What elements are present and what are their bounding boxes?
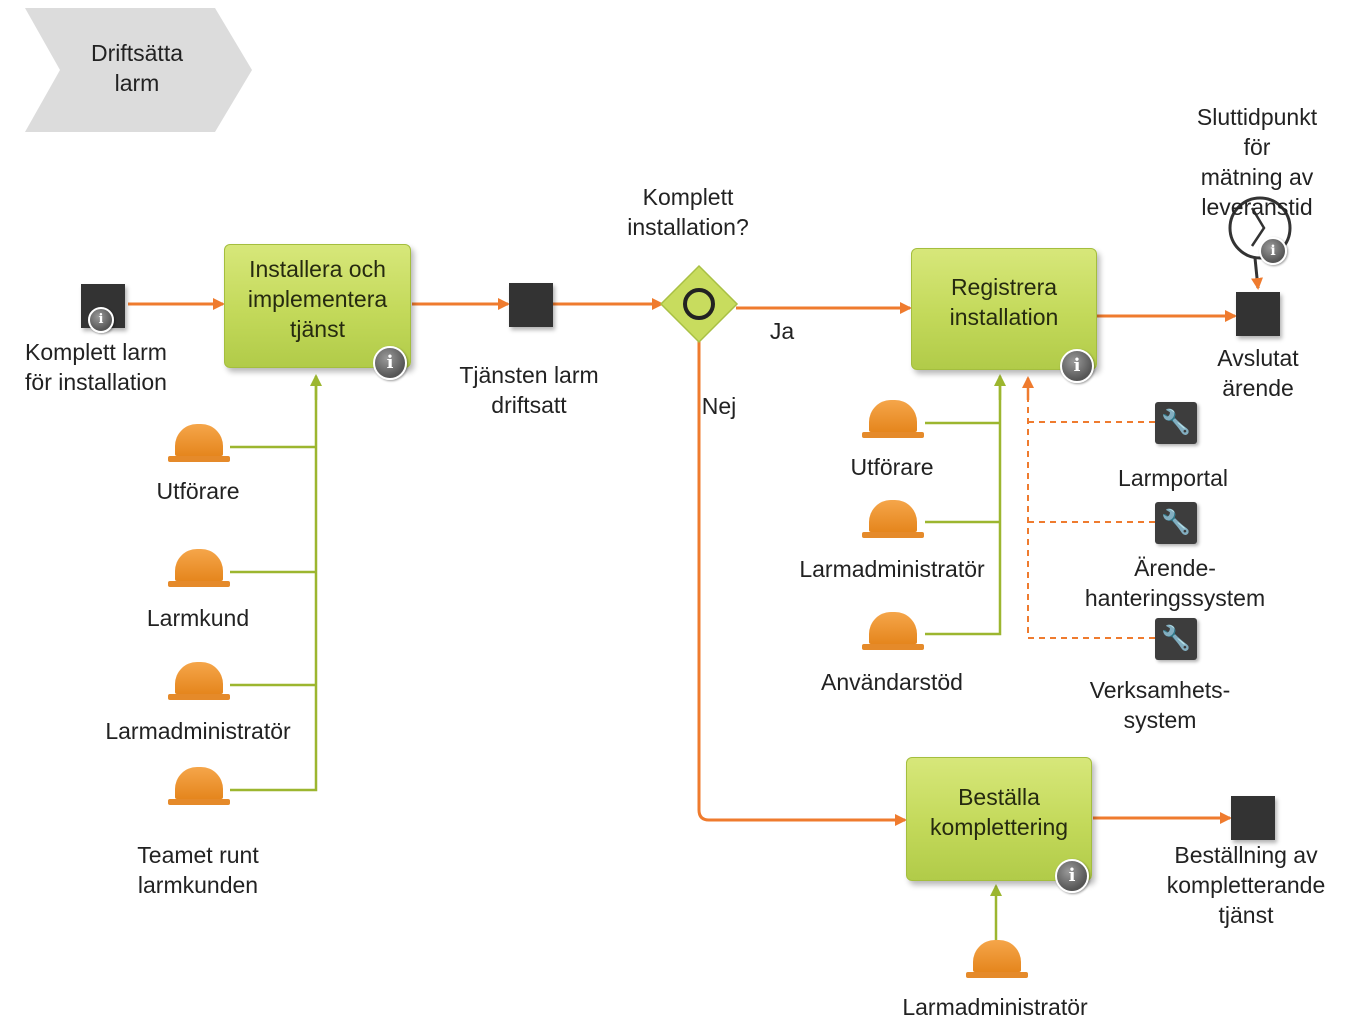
- role-label: Larmadministratör: [105, 718, 291, 744]
- role-label: Utförare: [156, 478, 240, 504]
- gateway-diamond[interactable]: [659, 264, 739, 344]
- role-label: Teamet runt larmkunden: [137, 842, 259, 898]
- start-event-label: Komplett larm för installation: [25, 339, 167, 395]
- activity-install-label: Installera och implementera tjänst: [247, 256, 388, 342]
- role-hat-icon: [168, 549, 230, 589]
- wrench-icon: 🔧: [1155, 618, 1197, 660]
- activity-order-label: Beställa komplettering: [929, 784, 1069, 840]
- wrench-icon: 🔧: [1155, 502, 1197, 544]
- timer-link: [1251, 257, 1263, 290]
- info-icon[interactable]: i: [1259, 237, 1287, 265]
- timer-label: Sluttidpunkt för mätning av leveranstid: [1196, 104, 1318, 220]
- order-placed-label: Beställning av kompletterande tjänst: [1166, 842, 1326, 928]
- gateway-question: Komplett installation?: [627, 184, 749, 240]
- case-closed-event[interactable]: [1236, 292, 1280, 336]
- role-hat-icon: [862, 400, 924, 440]
- role-hat-icon: [966, 940, 1028, 980]
- gateway-no-label: Nej: [701, 393, 737, 419]
- role-label: Larmadministratör: [902, 994, 1088, 1020]
- role-hat-icon: [168, 662, 230, 702]
- system-label: Larmportal: [1118, 465, 1228, 491]
- role-label: Användarstöd: [821, 669, 963, 695]
- flow-gateway-no: [697, 340, 907, 826]
- register-resource-links: [925, 378, 1002, 636]
- role-label: Utförare: [850, 454, 934, 480]
- info-icon[interactable]: i: [1060, 349, 1094, 383]
- system-label: Verksamhets- system: [1089, 677, 1231, 733]
- role-label: Larmkund: [146, 605, 250, 631]
- info-icon[interactable]: i: [88, 307, 114, 333]
- activity-register-label: Registrera installation: [949, 274, 1059, 330]
- gateway-yes-label: Ja: [769, 318, 795, 344]
- info-icon[interactable]: i: [373, 346, 407, 380]
- role-hat-icon: [862, 500, 924, 540]
- process-title: Driftsätta larm: [90, 40, 184, 96]
- service-deployed-event[interactable]: [509, 283, 553, 327]
- info-icon[interactable]: i: [1055, 859, 1089, 893]
- system-links: [1027, 385, 1155, 639]
- activity-register[interactable]: Registrera installation: [911, 248, 1097, 370]
- case-closed-label: Avslutat ärende: [1217, 345, 1299, 401]
- process-chevron: [25, 8, 252, 132]
- activity-install[interactable]: Installera och implementera tjänst: [224, 244, 411, 368]
- gateway-circle-icon: [683, 288, 715, 320]
- clock-hand: [1250, 207, 1266, 247]
- role-hat-icon: [168, 767, 230, 807]
- role-hat-icon: [862, 612, 924, 652]
- system-label: Ärende- hanteringssystem: [1084, 555, 1266, 611]
- order-placed-event[interactable]: [1231, 796, 1275, 840]
- activity-order[interactable]: Beställa komplettering: [906, 757, 1092, 881]
- wrench-icon: 🔧: [1155, 402, 1197, 444]
- role-hat-icon: [168, 424, 230, 464]
- role-label: Larmadministratör: [799, 556, 985, 582]
- service-deployed-label: Tjänsten larm driftsatt: [459, 362, 599, 418]
- install-resource-links: [230, 378, 318, 792]
